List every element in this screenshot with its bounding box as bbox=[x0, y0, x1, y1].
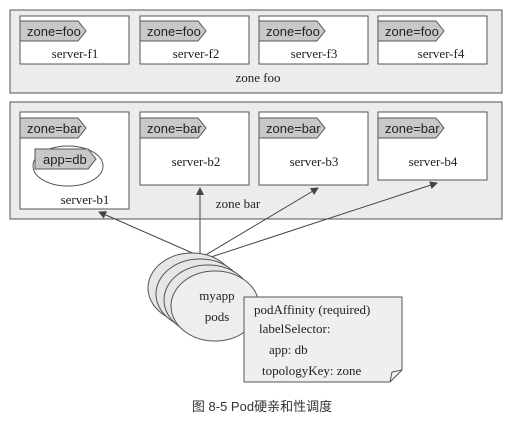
zone-tag-shape bbox=[258, 117, 326, 139]
affinity-arrows bbox=[98, 181, 438, 259]
zone-tag-shape bbox=[19, 117, 87, 139]
zone-tag-shape bbox=[258, 20, 326, 42]
server-name: server-b4 bbox=[409, 154, 458, 169]
zone-foo-label: zone foo bbox=[235, 70, 280, 85]
server-name: server-b1 bbox=[61, 192, 110, 207]
zone-tag-shape bbox=[377, 20, 445, 42]
server-f1: zone=foo server-f1 bbox=[19, 15, 130, 65]
note-line-app: app: db bbox=[269, 342, 308, 357]
figure-caption: 图 8-5 Pod硬亲和性调度 bbox=[192, 399, 332, 414]
server-name: server-b3 bbox=[290, 154, 339, 169]
note-box bbox=[243, 296, 403, 383]
zone-tag-label: zone=bar bbox=[266, 121, 321, 136]
arrow-to-server-b1 bbox=[98, 211, 198, 256]
myapp-pods: myapp pods bbox=[147, 252, 260, 342]
zone-tag-label: zone=foo bbox=[27, 24, 81, 39]
zone-tag-label: zone=foo bbox=[147, 24, 201, 39]
note-line-topology: topologyKey: zone bbox=[262, 363, 362, 378]
server-f2: zone=foo server-f2 bbox=[139, 15, 250, 65]
server-b1: zone=bar app=db server-b1 bbox=[19, 111, 130, 210]
zone-tag-label: zone=bar bbox=[385, 121, 440, 136]
zone-bar: zone=bar app=db server-b1 zone=bar serve… bbox=[9, 101, 503, 220]
zone-tag-shape bbox=[377, 117, 445, 139]
server-b4: zone=bar server-b4 bbox=[377, 111, 488, 181]
pod-tag-label: app=db bbox=[43, 152, 87, 167]
note-line-affinity: podAffinity (required) bbox=[254, 302, 370, 317]
zone-bar-label: zone bar bbox=[216, 196, 261, 211]
server-b2: zone=bar server-b2 bbox=[139, 111, 250, 186]
server-f3: zone=foo server-f3 bbox=[258, 15, 369, 65]
server-name: server-f1 bbox=[52, 46, 99, 61]
zone-tag-label: zone=bar bbox=[147, 121, 202, 136]
pod-ellipse bbox=[32, 145, 104, 187]
server-name: server-f2 bbox=[173, 46, 220, 61]
zone-tag-label: zone=foo bbox=[266, 24, 320, 39]
pod-tag-shape bbox=[34, 148, 97, 170]
zone-tag-shape bbox=[19, 20, 87, 42]
zone-foo: zone=foo server-f1 zone=foo server-f2 zo… bbox=[9, 9, 503, 94]
pods-label-line2: pods bbox=[205, 309, 230, 324]
server-b3: zone=bar server-b3 bbox=[258, 111, 369, 186]
affinity-policy-note: podAffinity (required) labelSelector: ap… bbox=[243, 296, 403, 383]
note-fold bbox=[389, 369, 403, 383]
note-line-selector: labelSelector: bbox=[259, 321, 330, 336]
zone-tag-label: zone=foo bbox=[385, 24, 439, 39]
zone-tag-shape bbox=[139, 20, 207, 42]
zone-tag-shape bbox=[139, 117, 207, 139]
arrow-to-server-b3 bbox=[203, 187, 319, 257]
server-f4: zone=foo server-f4 bbox=[377, 15, 488, 65]
server-name: server-f3 bbox=[291, 46, 338, 61]
server-name: server-b2 bbox=[172, 154, 221, 169]
server-name: server-f4 bbox=[418, 46, 465, 61]
zone-tag-label: zone=bar bbox=[27, 121, 82, 136]
pods-label-line1: myapp bbox=[199, 288, 234, 303]
arrow-to-server-b4 bbox=[207, 181, 438, 259]
